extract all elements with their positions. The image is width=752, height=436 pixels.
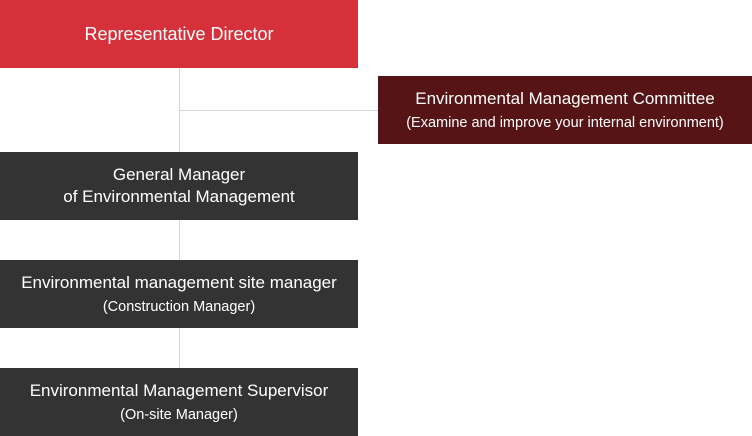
site-manager-title: Environmental management site manager: [21, 272, 337, 292]
general-manager-line2: of Environmental Management: [63, 187, 295, 206]
representative-director-box: Representative Director: [0, 0, 358, 68]
general-manager-box: General Manager of Environmental Managem…: [0, 152, 358, 220]
connector-to-committee: [179, 110, 378, 111]
committee-box: Environmental Management Committee (Exam…: [378, 76, 752, 144]
general-manager-line1: General Manager: [112, 165, 246, 184]
committee-title: Environmental Management Committee: [415, 88, 715, 108]
supervisor-box: Environmental Management Supervisor (On-…: [0, 368, 358, 436]
supervisor-title: Environmental Management Supervisor: [29, 380, 329, 400]
site-manager-subtitle: (Construction Manager): [102, 298, 256, 315]
supervisor-subtitle: (On-site Manager): [120, 406, 238, 423]
representative-director-title: Representative Director: [84, 24, 274, 44]
site-manager-box: Environmental management site manager (C…: [0, 260, 358, 328]
connector-gm-to-site: [179, 220, 180, 260]
committee-subtitle: (Examine and improve your internal envir…: [406, 114, 724, 131]
connector-site-to-supervisor: [179, 328, 180, 368]
